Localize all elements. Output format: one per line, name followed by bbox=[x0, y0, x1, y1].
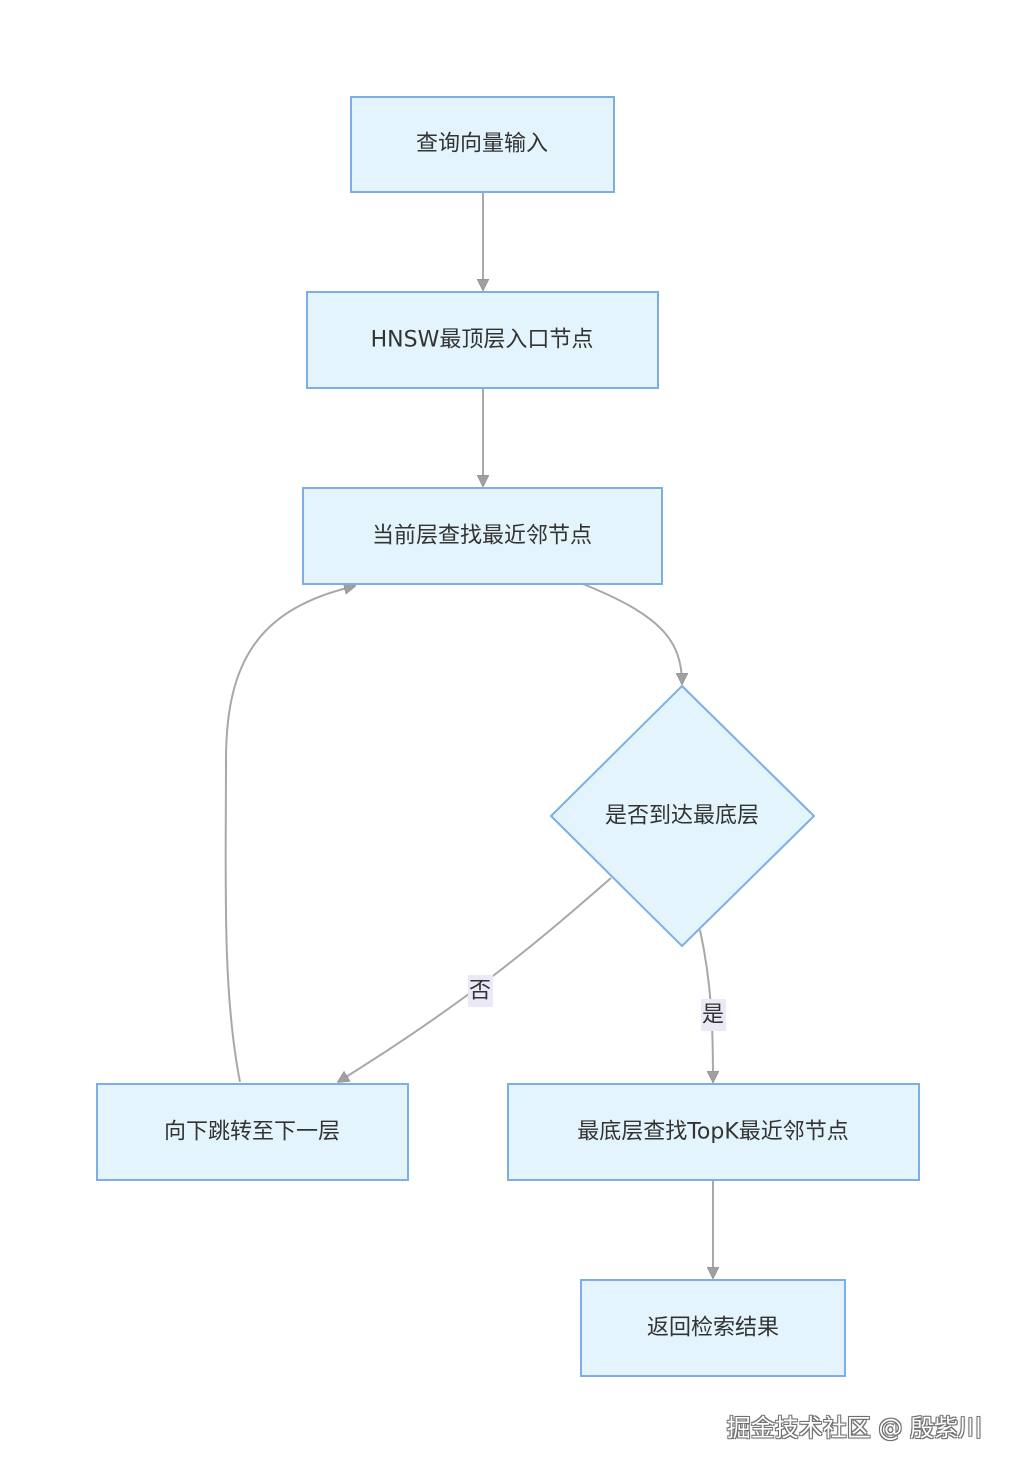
edge-check-to-jump bbox=[338, 877, 612, 1082]
node-query-input: 查询向量输入 bbox=[350, 96, 615, 193]
node-layer-search: 当前层查找最近邻节点 bbox=[302, 487, 663, 585]
node-hnsw-entry-label: HNSW最顶层入口节点 bbox=[371, 328, 594, 353]
node-jump-down: 向下跳转至下一层 bbox=[96, 1083, 409, 1181]
node-bottom-topk: 最底层查找TopK最近邻节点 bbox=[507, 1083, 920, 1181]
edge-label-yes: 是 bbox=[701, 999, 726, 1031]
node-jump-down-label: 向下跳转至下一层 bbox=[164, 1120, 340, 1145]
node-bottom-check: 是否到达最底层 bbox=[549, 684, 816, 948]
node-bottom-check-label: 是否到达最底层 bbox=[605, 804, 759, 829]
edge-label-no: 否 bbox=[468, 975, 493, 1007]
edge-label-no-text: 否 bbox=[469, 979, 491, 1004]
edge-label-yes-text: 是 bbox=[702, 1003, 724, 1028]
node-query-input-label: 查询向量输入 bbox=[416, 132, 548, 157]
node-layer-search-label: 当前层查找最近邻节点 bbox=[372, 524, 592, 549]
node-return-result: 返回检索结果 bbox=[580, 1279, 846, 1377]
watermark: 掘金技术社区 @ 殷紫川 bbox=[726, 1414, 982, 1442]
edge-search-to-check bbox=[582, 583, 682, 684]
node-bottom-topk-label: 最底层查找TopK最近邻节点 bbox=[577, 1120, 849, 1145]
node-return-result-label: 返回检索结果 bbox=[647, 1316, 779, 1341]
edge-jump-to-search bbox=[224, 586, 355, 1083]
node-hnsw-entry: HNSW最顶层入口节点 bbox=[306, 291, 659, 389]
